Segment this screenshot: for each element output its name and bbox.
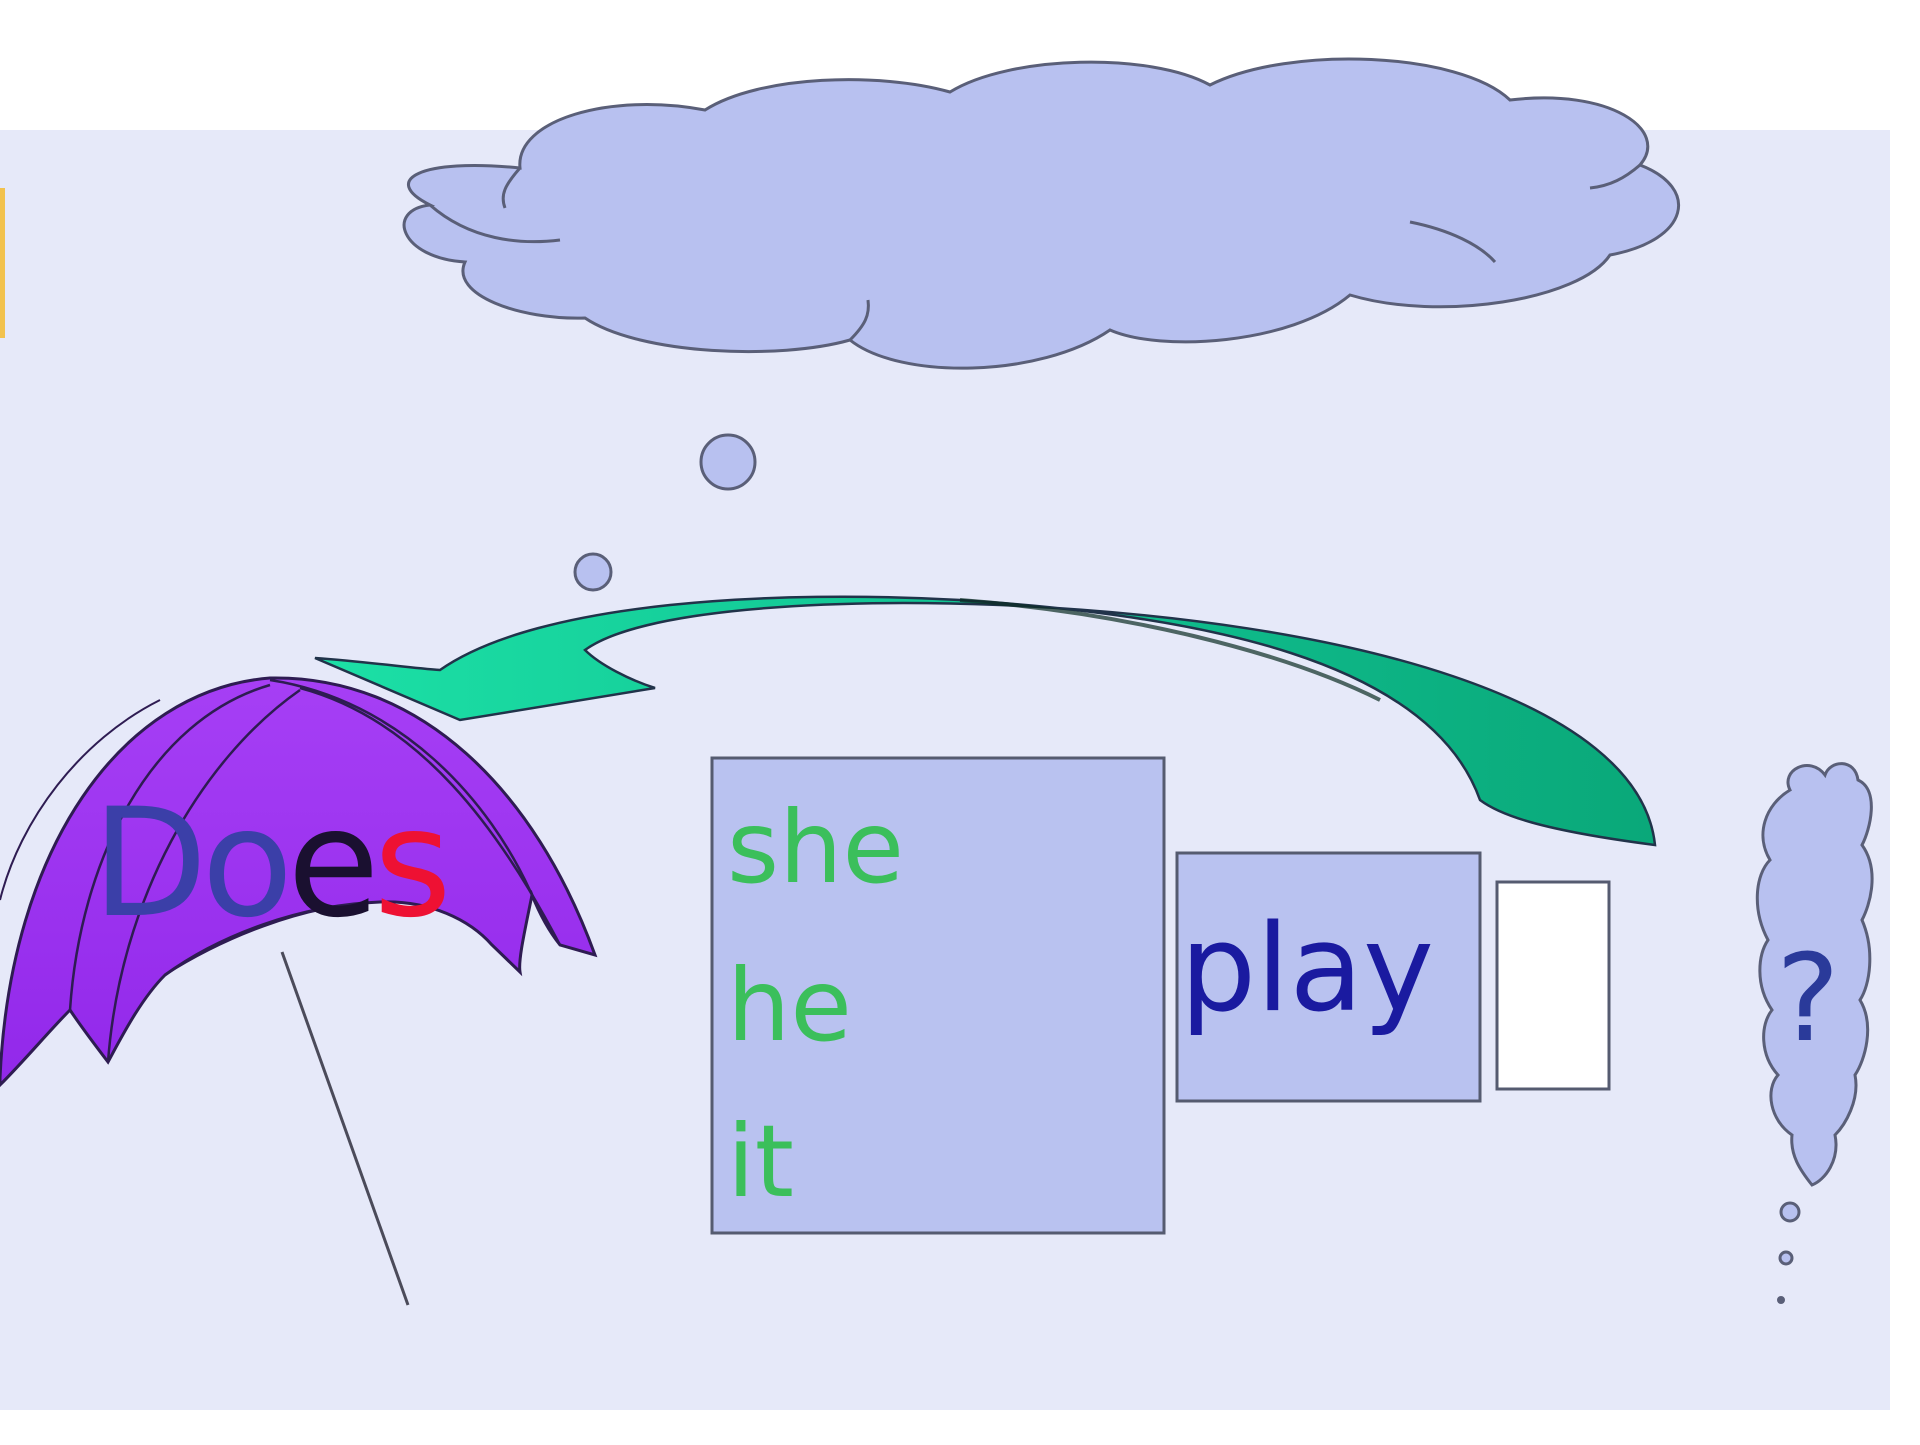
does-part-do: Do [92, 777, 287, 951]
thought-bubble-small [575, 554, 611, 590]
does-part-s: s [374, 777, 446, 951]
question-bubble-1 [1781, 1203, 1799, 1221]
empty-ending-box [1497, 882, 1609, 1089]
question-bubble-3 [1777, 1296, 1785, 1304]
question-bubble-2 [1780, 1252, 1792, 1264]
verb-play: play [1180, 900, 1434, 1039]
subject-he: he [727, 947, 852, 1064]
does-part-e: e [287, 777, 373, 951]
thought-bubble-large [701, 435, 755, 489]
left-edge-accent [0, 188, 5, 338]
question-mark: ? [1776, 930, 1840, 1069]
subject-she: she [727, 789, 904, 906]
subject-it: it [727, 1103, 794, 1220]
does-word: Does [92, 777, 446, 951]
